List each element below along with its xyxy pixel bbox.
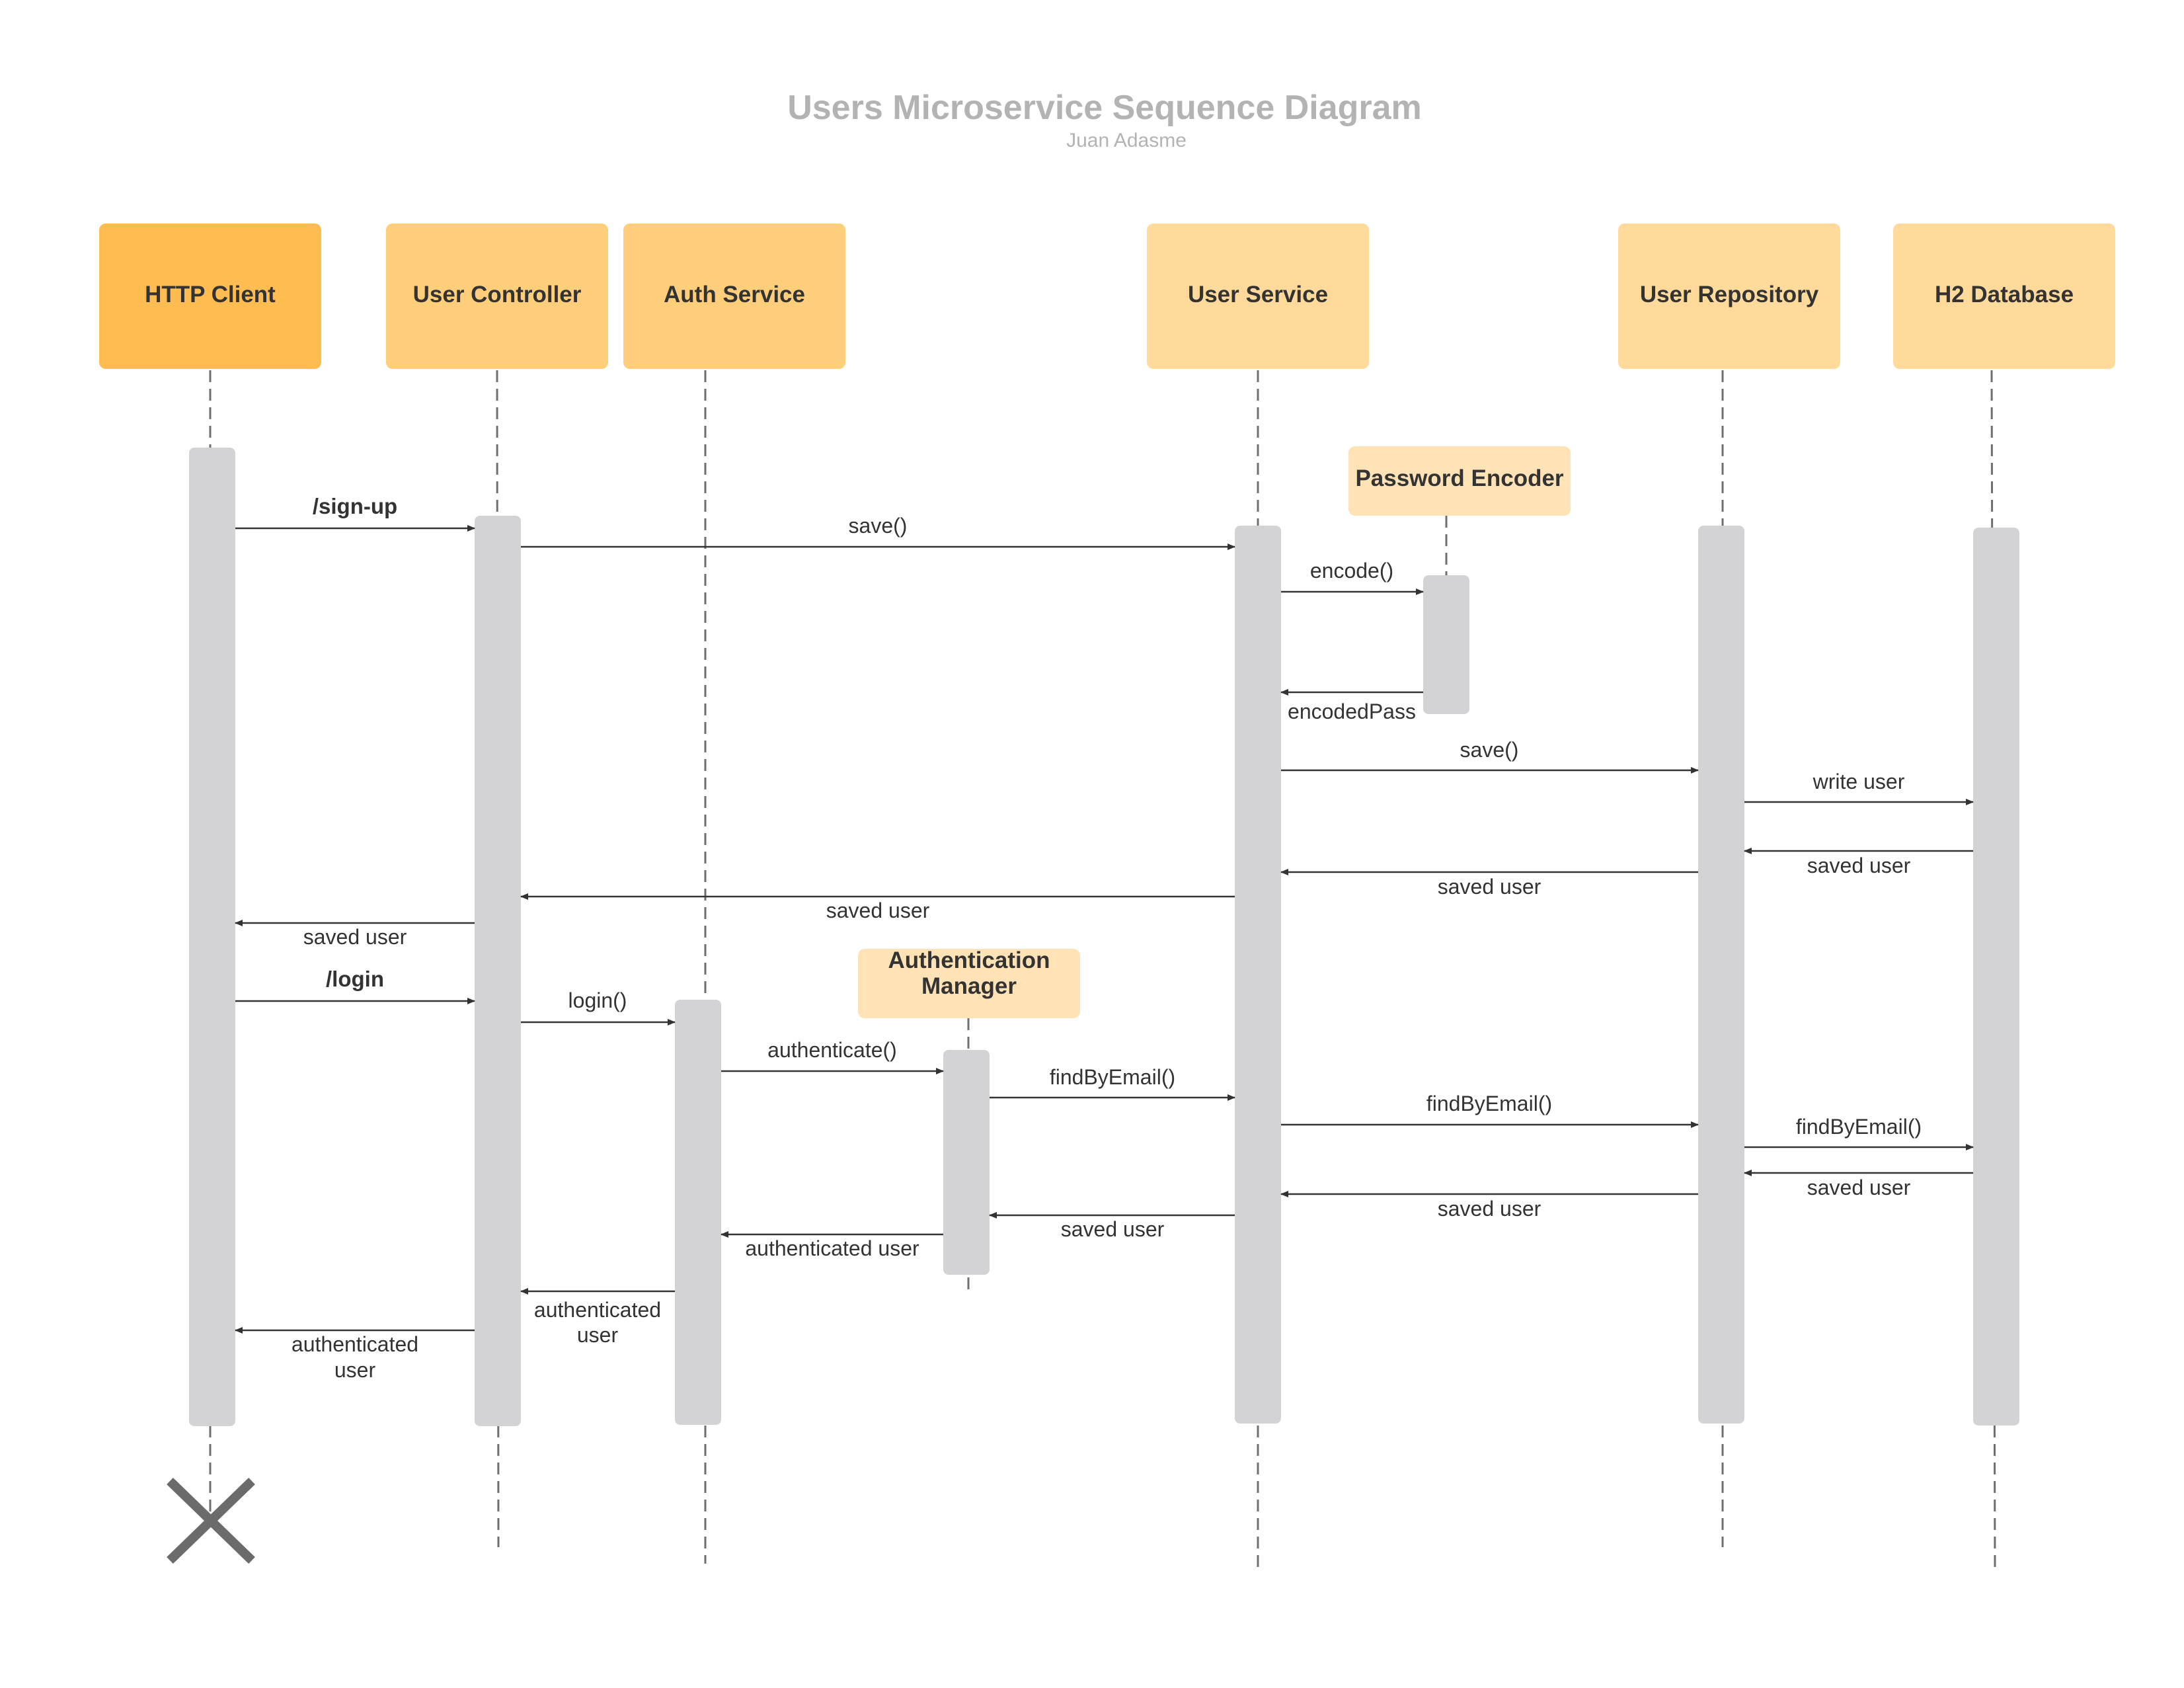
message-find-by-email-repo: findByEmail(): [1744, 1115, 1974, 1150]
message-db-saved-user-2: saved user: [1744, 1170, 1973, 1199]
participant-box: [858, 949, 1080, 1018]
participant-h2-database: H2 Database: [1893, 223, 2115, 369]
message-encoded-pass: encodedPass: [1280, 689, 1423, 723]
message-label-line2: user: [577, 1323, 619, 1347]
diagram-author: Juan Adasme: [1066, 130, 1187, 151]
message-controller-authenticated-user: authenticated user: [235, 1327, 475, 1382]
message-label: authenticated user: [745, 1236, 919, 1260]
destroy-x-icon: [167, 1477, 255, 1564]
participant-label-line1: Authentication: [888, 947, 1050, 973]
message-label: authenticate(): [767, 1038, 897, 1062]
participant-label: Password Encoder: [1355, 465, 1563, 491]
message-repo-saved-user: saved user: [1280, 869, 1698, 899]
participant-box: [1893, 223, 2115, 369]
message-repo-saved-user-2: saved user: [1280, 1191, 1698, 1221]
participant-label: User Controller: [413, 282, 582, 307]
activation-bars: [189, 448, 2019, 1426]
message-controller-saved-user: saved user: [235, 920, 475, 949]
message-label: write user: [1813, 770, 1905, 793]
participant-box: [623, 223, 845, 369]
participant-label: H2 Database: [1935, 282, 2074, 307]
participant-box: [99, 223, 321, 369]
message-label: saved user: [1438, 875, 1541, 899]
activation-authentication-manager: [943, 1050, 990, 1275]
message-label: saved user: [1807, 854, 1911, 877]
participant-user-controller: User Controller: [386, 223, 608, 369]
activation-user-service: [1235, 526, 1281, 1424]
activation-http-client: [189, 448, 235, 1426]
message-service-save: save(): [1281, 738, 1699, 774]
participant-box: [1618, 223, 1840, 369]
activation-password-encoder: [1423, 575, 1469, 714]
activation-auth-service: [675, 1000, 721, 1425]
participant-http-client: HTTP Client: [99, 223, 321, 369]
message-label-line1: authenticated: [292, 1332, 418, 1356]
activation-user-repository: [1698, 526, 1744, 1424]
message-label: findByEmail(): [1796, 1115, 1922, 1139]
message-authenticate: authenticate(): [721, 1038, 944, 1074]
diagram-title: Users Microservice Sequence Diagram: [787, 89, 1422, 127]
message-label: /login: [326, 967, 384, 991]
message-login: /login: [235, 967, 475, 1004]
participant-label-line2: Manager: [921, 973, 1017, 999]
participant-user-service: User Service: [1147, 223, 1369, 369]
message-manager-authenticated-user: authenticated user: [721, 1231, 943, 1260]
message-label: findByEmail(): [1426, 1092, 1552, 1115]
activation-h2-database: [1973, 528, 2019, 1426]
participant-password-encoder: Password Encoder: [1348, 446, 1571, 516]
message-label: findByEmail(): [1050, 1065, 1175, 1089]
message-label-line1: authenticated: [534, 1298, 661, 1322]
participant-auth-service: Auth Service: [623, 223, 845, 369]
message-label-line2: user: [334, 1358, 376, 1382]
message-label: saved user: [826, 899, 930, 922]
message-label: login(): [568, 988, 627, 1012]
message-encode: encode(): [1281, 559, 1424, 595]
participant-box: [386, 223, 608, 369]
message-label: encode(): [1310, 559, 1393, 583]
message-label: saved user: [303, 925, 407, 949]
message-label: saved user: [1061, 1217, 1165, 1241]
message-label: encodedPass: [1288, 700, 1416, 723]
message-find-by-email-manager: findByEmail(): [990, 1065, 1235, 1101]
message-label: /sign-up: [313, 494, 397, 518]
activation-user-controller: [475, 516, 521, 1426]
participant-box: [1147, 223, 1369, 369]
participant-user-repository: User Repository: [1618, 223, 1840, 369]
message-write-user: write user: [1744, 770, 1974, 805]
message-db-saved-user: saved user: [1744, 848, 1973, 877]
participant-authentication-manager: Authentication Manager: [858, 947, 1080, 1018]
message-login-call: login(): [521, 988, 676, 1025]
participant-label: User Service: [1188, 282, 1328, 307]
message-label: saved user: [1438, 1197, 1541, 1221]
message-service-saved-user: saved user: [520, 893, 1235, 922]
participant-label: HTTP Client: [145, 282, 276, 307]
message-label: save(): [849, 514, 908, 538]
message-label: saved user: [1807, 1176, 1911, 1199]
message-find-by-email-service: findByEmail(): [1281, 1092, 1699, 1128]
participant-label: User Repository: [1640, 282, 1819, 307]
participant-label: Auth Service: [664, 282, 805, 307]
message-auth-authenticated-user: authenticated user: [520, 1288, 675, 1347]
message-service-saved-user-2: saved user: [989, 1212, 1235, 1241]
participant-box: [1348, 446, 1571, 516]
message-controller-save: save(): [521, 514, 1235, 550]
message-sign-up: /sign-up: [235, 494, 475, 532]
message-label: save(): [1460, 738, 1519, 762]
